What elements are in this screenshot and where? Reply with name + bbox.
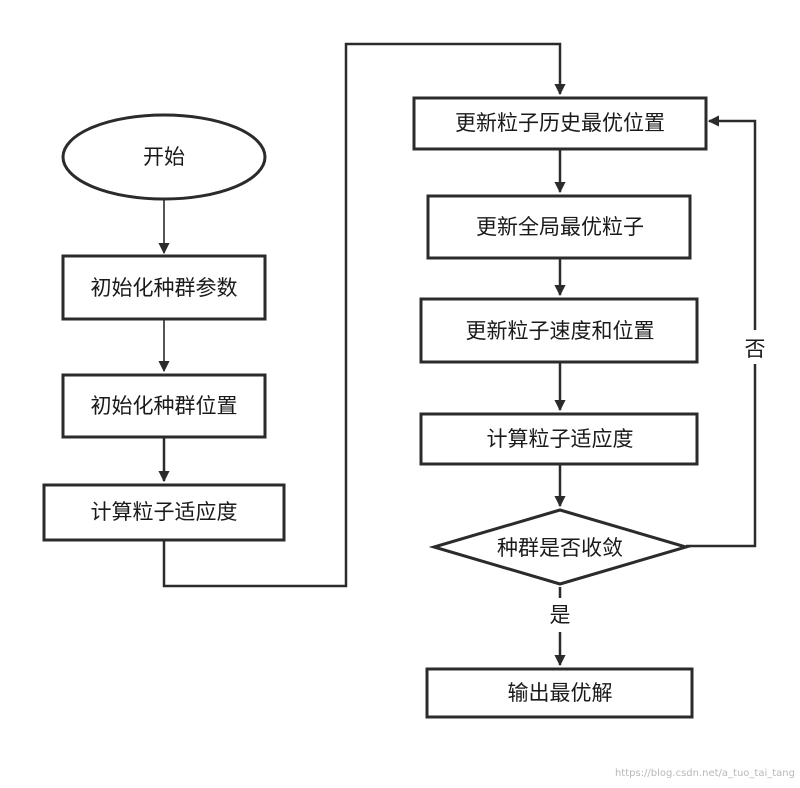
init-params-node (61, 254, 267, 321)
converge-check-label: 种群是否收敛 (497, 536, 623, 560)
update-pbest-node (412, 96, 708, 151)
watermark-text: https://blog.csdn.net/a_tuo_tai_tang (615, 768, 795, 779)
calc-fitness-node-2 (419, 412, 699, 466)
update-velocity-node (419, 297, 699, 364)
output-node (425, 667, 694, 719)
init-positions-node (61, 373, 267, 439)
start-node (61, 113, 267, 201)
start-label: 开始 (143, 145, 185, 169)
update-gbest-node (426, 194, 692, 260)
init-positions-label: 初始化种群位置 (91, 394, 238, 418)
update-gbest-label: 更新全局最优粒子 (476, 215, 644, 239)
converge-check-node (428, 508, 692, 586)
calc-fitness-label-1: 计算粒子适应度 (91, 500, 238, 524)
arrow-calc-fitness-to-update-pbest (162, 42, 566, 588)
calc-fitness-label-2: 计算粒子适应度 (487, 427, 634, 451)
no-label-bg (742, 330, 768, 364)
update-pbest-label: 更新粒子历史最优位置 (455, 111, 665, 135)
output-label: 输出最优解 (508, 681, 613, 705)
calc-fitness-node-1 (42, 483, 286, 542)
update-velocity-label: 更新粒子速度和位置 (466, 319, 655, 343)
init-params-label: 初始化种群参数 (91, 276, 238, 300)
yes-label-bg (546, 598, 574, 632)
edge-label-no: 否 (745, 337, 766, 361)
edge-label-yes: 是 (550, 603, 571, 627)
